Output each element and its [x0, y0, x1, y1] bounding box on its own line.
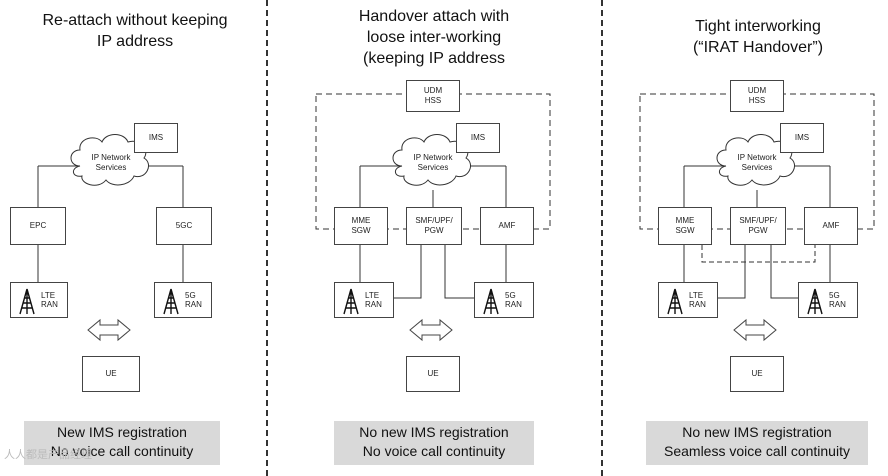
p3-footer-line1: No new IMS registration [682, 424, 832, 440]
p1-cloud-label: IP Network Services [91, 153, 131, 172]
p2-smf-to-5g-line [444, 245, 474, 299]
p1-footer-line1: New IMS registration [57, 424, 187, 440]
p3-ims-box: IMS [780, 123, 824, 153]
panel-divider-left [266, 0, 268, 476]
p3-mme-sgw-box: MME SGW [658, 207, 712, 245]
panel-divider-right [601, 0, 603, 476]
p3-cloud-shape [716, 134, 795, 186]
p3-smf-to-5g-line [770, 245, 798, 299]
p1-5g-ran-label: 5G RAN [185, 291, 202, 309]
p2-title: Handover attach with loose inter-working… [358, 8, 510, 67]
p2-udm-hss-box: UDM HSS [406, 80, 460, 112]
p1-title: Re-attach without keeping IP address [42, 12, 228, 50]
p2-ue-box: UE [406, 356, 460, 392]
p3-footer: No new IMS registration Seamless voice c… [646, 421, 868, 465]
p1-epc-box: EPC [10, 207, 66, 245]
p3-n26-dashed-link [701, 245, 816, 263]
p3-amf-box: AMF [804, 207, 858, 245]
p3-cloud-label: IP Network Services [737, 153, 777, 172]
p3-udm-hss-box: UDM HSS [730, 80, 784, 112]
p2-footer-line2: No voice call continuity [362, 443, 506, 459]
p2-lte-ran-label: LTE RAN [365, 291, 382, 309]
p3-ue-box: UE [730, 356, 784, 392]
p1-lte-ran-box: LTE RAN [10, 282, 68, 318]
p3-5g-ran-box: 5G RAN [798, 282, 858, 318]
p3-tower-5g-icon [807, 288, 823, 315]
p2-lte-ran-box: LTE RAN [334, 282, 394, 318]
p1-5gc-box: 5GC [156, 207, 212, 245]
p2-mme-sgw-box: MME SGW [334, 207, 388, 245]
p2-tower-5g-icon [483, 288, 499, 315]
p2-smf-upf-pgw-box: SMF/UPF/ PGW [406, 207, 462, 245]
p3-tower-icon [667, 288, 683, 315]
p1-ims-box: IMS [134, 123, 178, 153]
p2-footer: No new IMS registration No voice call co… [334, 421, 534, 465]
p3-smf-to-lte-line [718, 245, 746, 299]
p3-5g-ran-label: 5G RAN [829, 291, 846, 309]
p1-footer-line2: No voice call continuity [50, 443, 194, 459]
watermark-text: 人人都是产品经理 [4, 449, 92, 461]
p2-cloud-shape [392, 134, 471, 186]
p1-tower-icon [19, 288, 35, 315]
p2-footer-line1: No new IMS registration [359, 424, 509, 440]
p3-title: Tight interworking (“IRAT Handover”) [692, 18, 824, 56]
p1-cloud-shape [70, 134, 149, 186]
p1-tower-5g-icon [163, 288, 179, 315]
p1-ue-box: UE [82, 356, 140, 392]
p1-5g-ran-box: 5G RAN [154, 282, 212, 318]
p1-double-arrow-icon [87, 318, 131, 342]
p2-5g-ran-label: 5G RAN [505, 291, 522, 309]
p3-smf-upf-pgw-box: SMF/UPF/ PGW [730, 207, 786, 245]
p2-smf-to-lte-line [394, 245, 422, 299]
p3-double-arrow-icon [733, 318, 777, 342]
p2-ims-box: IMS [456, 123, 500, 153]
p2-tower-icon [343, 288, 359, 315]
p2-5g-ran-box: 5G RAN [474, 282, 534, 318]
p2-double-arrow-icon [409, 318, 453, 342]
p2-cloud-label: IP Network Services [413, 153, 453, 172]
p3-footer-line2: Seamless voice call continuity [664, 443, 850, 459]
p1-lte-ran-label: LTE RAN [41, 291, 58, 309]
p2-amf-box: AMF [480, 207, 534, 245]
p3-lte-ran-label: LTE RAN [689, 291, 706, 309]
p1-footer: New IMS registration No voice call conti… [24, 421, 220, 465]
p3-lte-ran-box: LTE RAN [658, 282, 718, 318]
